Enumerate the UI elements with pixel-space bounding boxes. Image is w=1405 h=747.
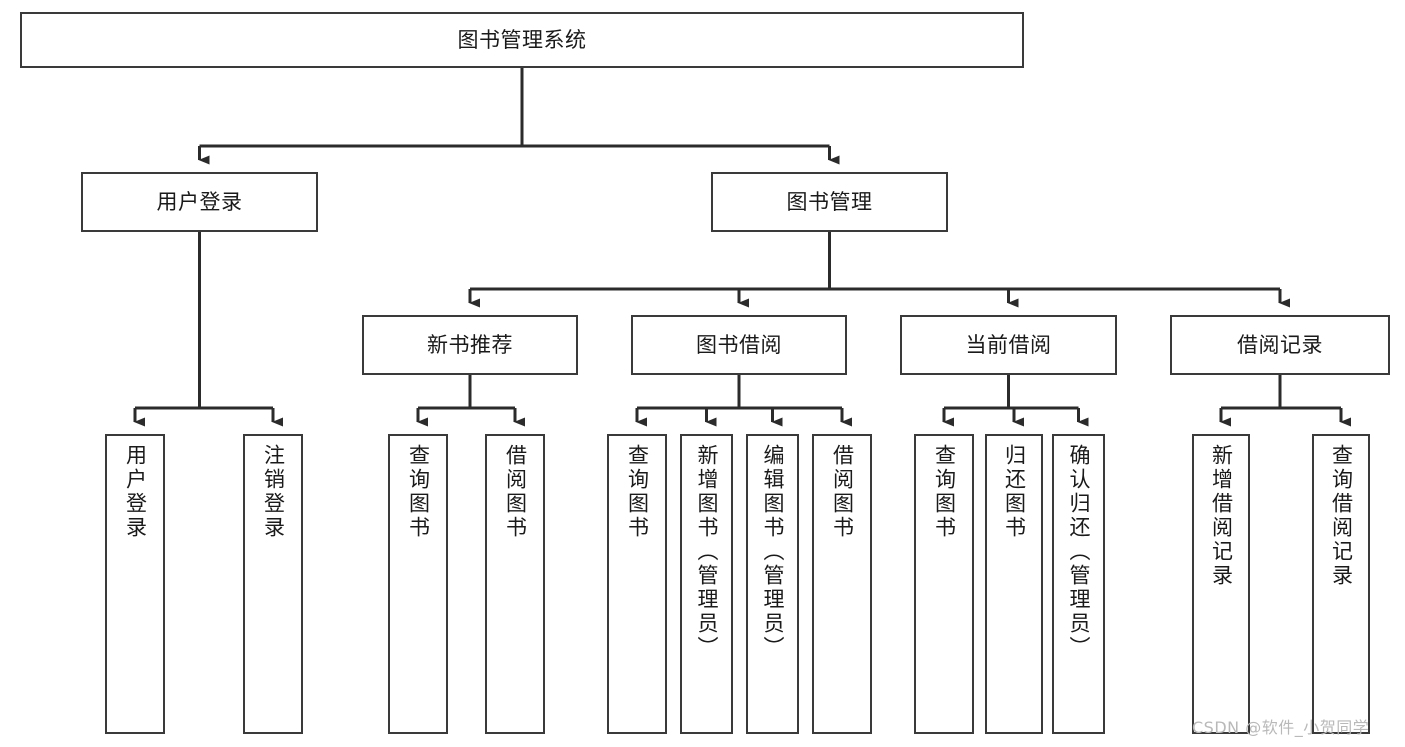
node-leaf-query-book-1[interactable]: 查询图书 bbox=[388, 434, 448, 734]
node-book-borrow[interactable]: 图书借阅 bbox=[631, 315, 847, 375]
node-new-book-rec[interactable]: 新书推荐 bbox=[362, 315, 578, 375]
node-label: 图书管理系统 bbox=[457, 27, 587, 52]
node-label: 查询图书 bbox=[406, 444, 431, 540]
node-label: 查询图书 bbox=[625, 444, 650, 540]
node-label: 新书推荐 bbox=[427, 332, 513, 357]
node-leaf-add-record[interactable]: 新增借阅记录 bbox=[1192, 434, 1250, 734]
node-label: 用户登录 bbox=[156, 189, 243, 214]
node-leaf-query-book-3[interactable]: 查询图书 bbox=[914, 434, 974, 734]
node-label: 归还图书 bbox=[1002, 444, 1027, 540]
node-leaf-borrow-book-1[interactable]: 借阅图书 bbox=[485, 434, 545, 734]
node-label: 编辑图书（管理员） bbox=[761, 444, 785, 660]
node-label: 新增图书（管理员） bbox=[695, 444, 719, 660]
node-leaf-query-book-2[interactable]: 查询图书 bbox=[607, 434, 667, 734]
node-label: 图书管理 bbox=[786, 189, 873, 214]
node-label: 注销登录 bbox=[261, 444, 286, 540]
node-root[interactable]: 图书管理系统 bbox=[20, 12, 1024, 68]
node-label: 当前借阅 bbox=[965, 332, 1052, 357]
node-label: 借阅图书 bbox=[830, 444, 855, 540]
node-leaf-user-login[interactable]: 用户登录 bbox=[105, 434, 165, 734]
node-user-login[interactable]: 用户登录 bbox=[81, 172, 318, 232]
csdn-watermark: CSDN @软件_小贺同学 bbox=[1192, 718, 1370, 737]
node-label: 确认归还（管理员） bbox=[1067, 444, 1091, 660]
node-leaf-return-book[interactable]: 归还图书 bbox=[985, 434, 1043, 734]
node-leaf-confirm-return[interactable]: 确认归还（管理员） bbox=[1052, 434, 1105, 734]
node-label: 借阅图书 bbox=[503, 444, 528, 540]
node-label: 用户登录 bbox=[123, 444, 148, 540]
node-leaf-edit-book[interactable]: 编辑图书（管理员） bbox=[746, 434, 799, 734]
node-label: 图书借阅 bbox=[696, 332, 782, 357]
node-label: 借阅记录 bbox=[1237, 332, 1323, 357]
node-leaf-logout[interactable]: 注销登录 bbox=[243, 434, 303, 734]
node-leaf-add-book[interactable]: 新增图书（管理员） bbox=[680, 434, 733, 734]
node-label: 查询图书 bbox=[932, 444, 957, 540]
node-leaf-borrow-book-2[interactable]: 借阅图书 bbox=[812, 434, 872, 734]
node-book-manage[interactable]: 图书管理 bbox=[711, 172, 948, 232]
node-label: 新增借阅记录 bbox=[1209, 444, 1234, 588]
node-borrow-record[interactable]: 借阅记录 bbox=[1170, 315, 1390, 375]
node-current-borrow[interactable]: 当前借阅 bbox=[900, 315, 1117, 375]
node-leaf-query-record[interactable]: 查询借阅记录 bbox=[1312, 434, 1370, 734]
node-label: 查询借阅记录 bbox=[1329, 444, 1354, 588]
